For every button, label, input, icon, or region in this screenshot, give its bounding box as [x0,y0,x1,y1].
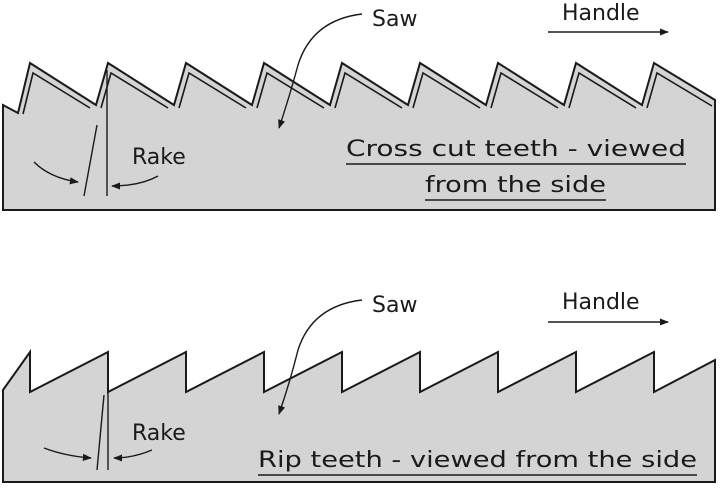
crosscut-caption-line2: from the side [425,173,606,198]
rip-rake-face-line [96,394,105,471]
crosscut-tooth-bevels [22,71,713,115]
rip-rake-left-arc [43,447,92,461]
crosscut-caption-line1: Cross cut teeth - viewed [346,137,686,162]
rip-rake-label: Rake [132,421,186,446]
rip-saw-pointer [278,299,363,415]
rip-handle-label: Handle [562,290,640,315]
rip-saw-label: Saw [372,293,417,318]
crosscut-panel: Rake Saw Handle Cross cut teeth - viewed… [2,1,716,211]
rip-rake-right-arc [113,449,153,462]
crosscut-saw-pointer [278,13,363,129]
crosscut-rake-label: Rake [132,145,186,170]
crosscut-rake-left-arc [33,161,79,185]
rip-blade [2,348,716,483]
rip-caption-line1: Rip teeth - viewed from the side [258,448,697,473]
crosscut-rake-face-line [83,124,98,197]
rip-panel: Rake Saw Handle Rip teeth - viewed from … [2,290,716,483]
crosscut-rake-right-arc [111,175,159,190]
crosscut-handle-label: Handle [562,1,640,26]
crosscut-saw-label: Saw [372,7,417,32]
